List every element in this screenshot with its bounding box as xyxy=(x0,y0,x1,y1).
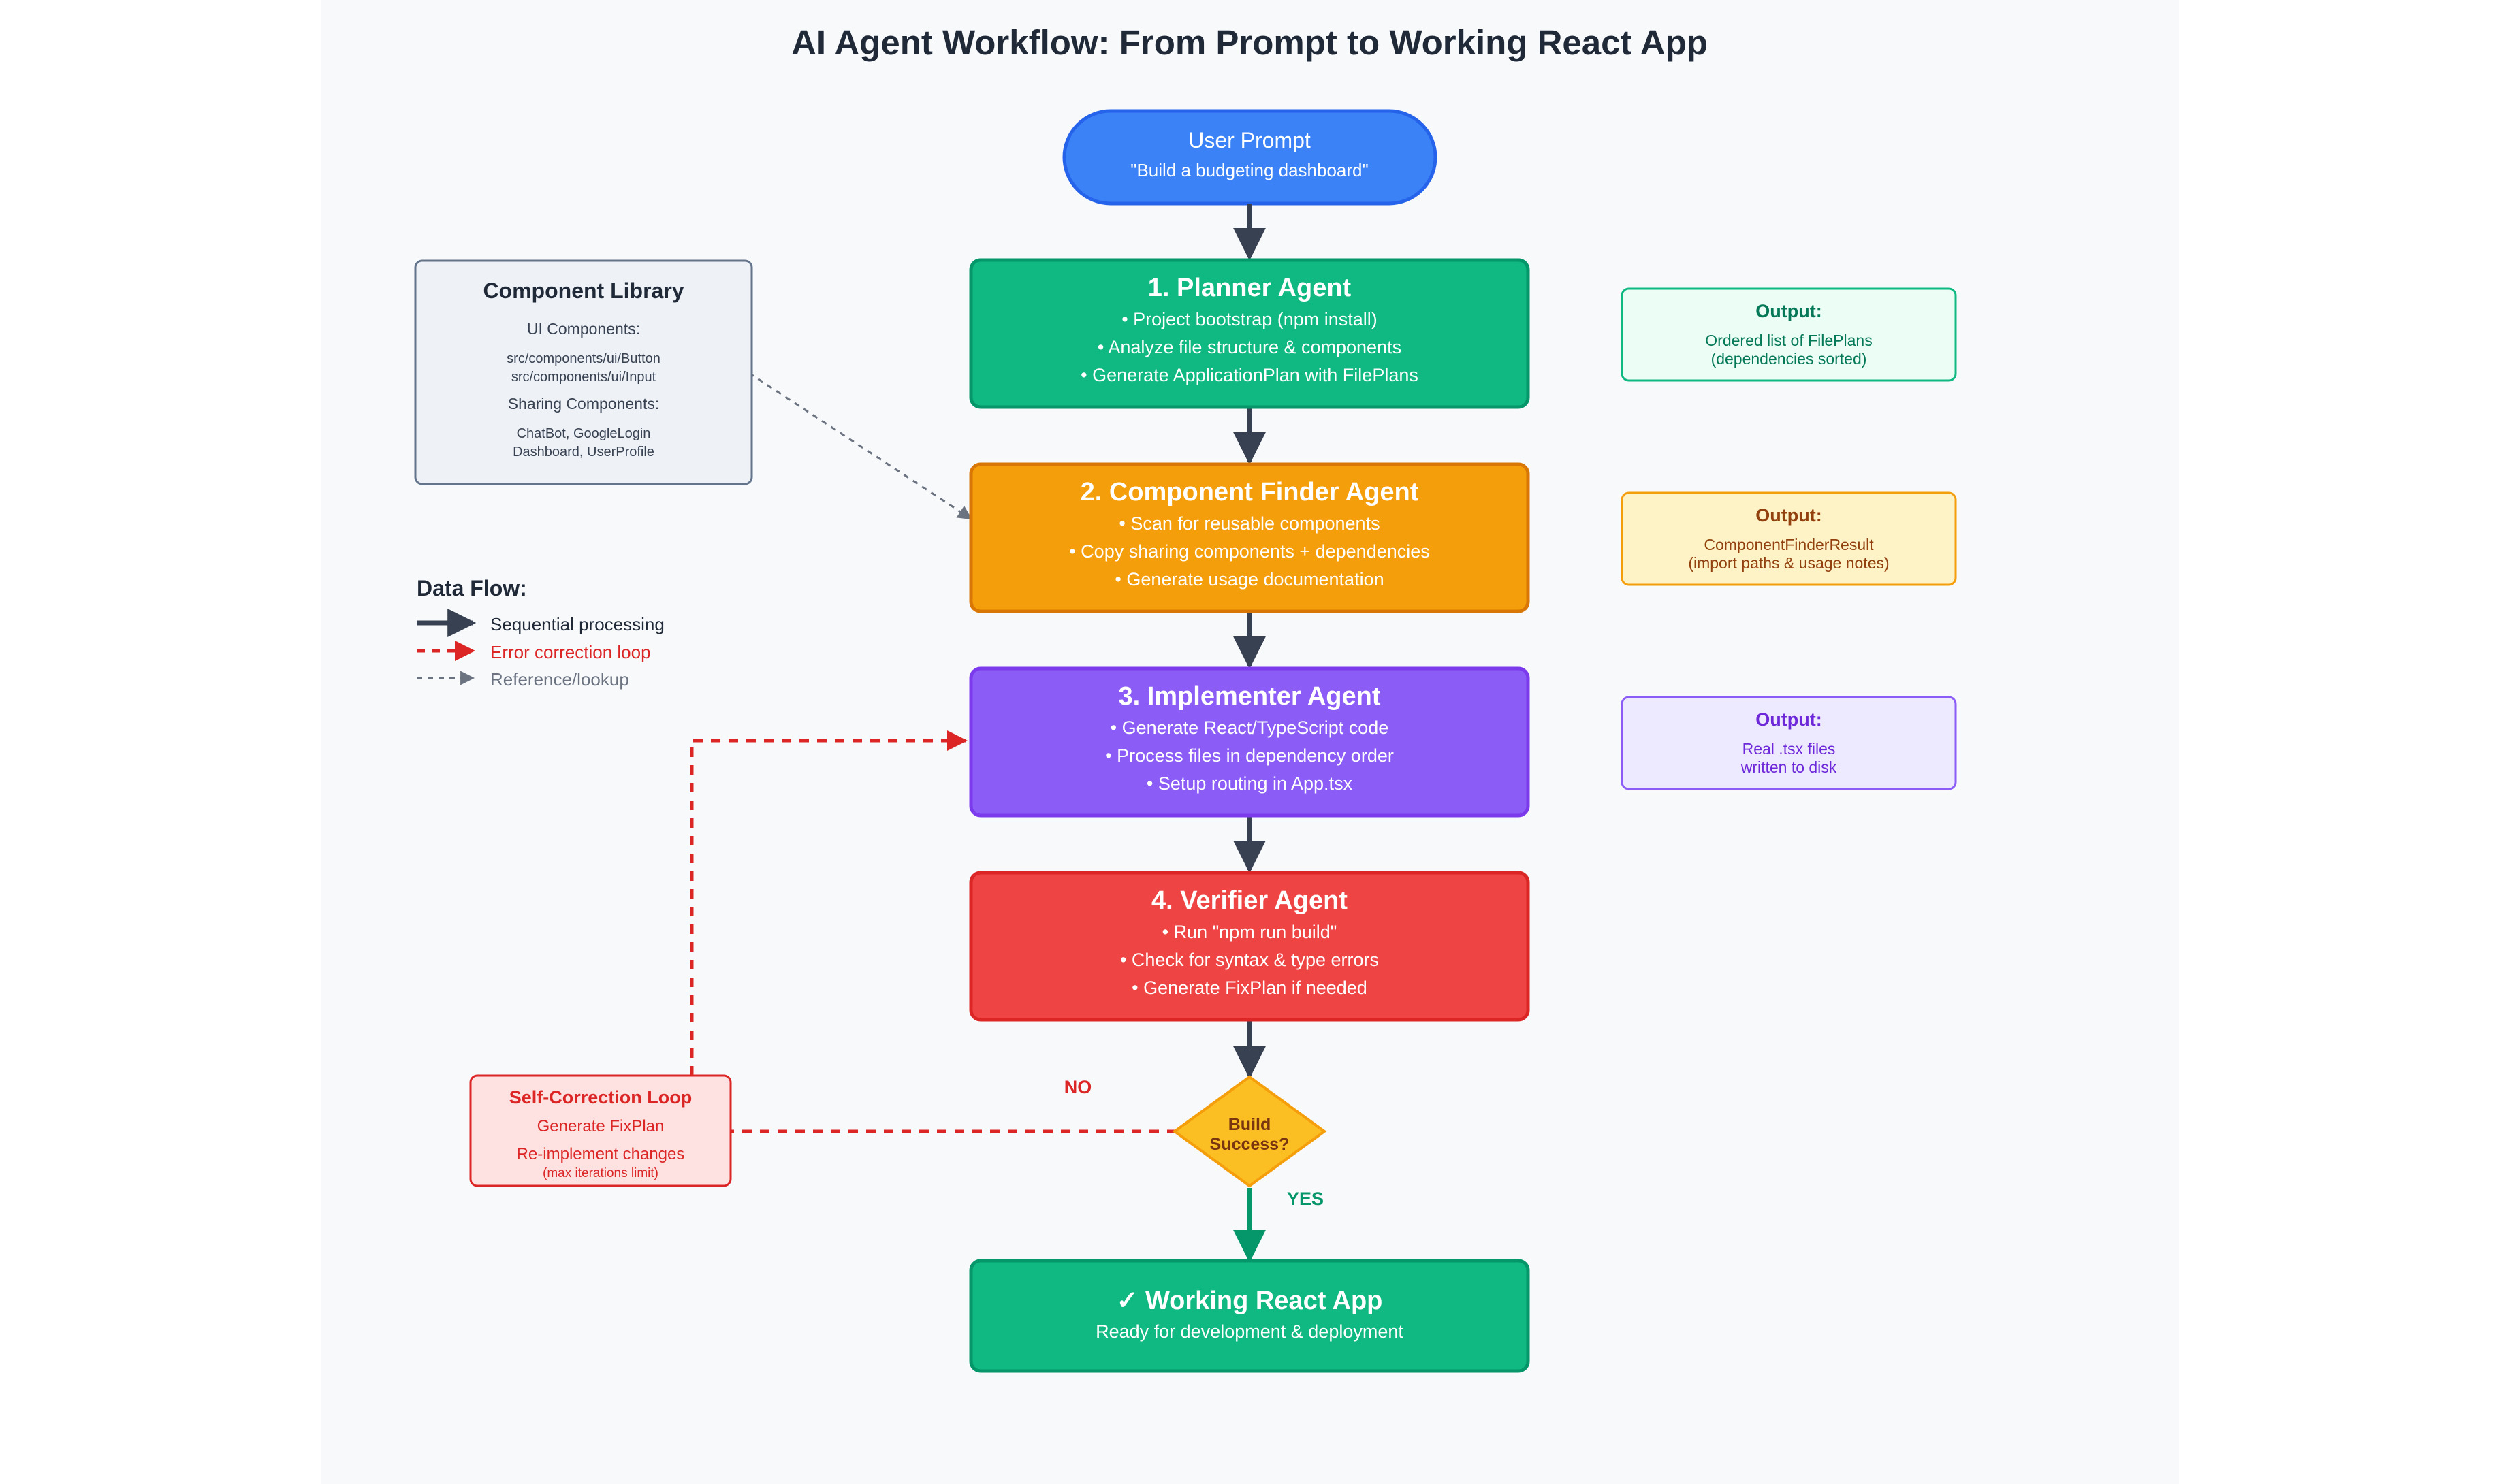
sharing-component-item: ChatBot, GoogleLogin xyxy=(517,426,651,441)
working-app-title: ✓ Working React App xyxy=(1117,1287,1383,1315)
output-box-shape xyxy=(1621,491,1957,586)
agent-title: 1. Planner Agent xyxy=(1148,274,1352,302)
user-prompt-node: User Prompt "Build a budgeting dashboard… xyxy=(1062,109,1437,206)
decision-label: Build xyxy=(1228,1115,1271,1134)
output-box: Output: Ordered list of FilePlans (depen… xyxy=(1621,287,1957,382)
user-prompt-shape xyxy=(1062,109,1437,206)
legend-item-label: Reference/lookup xyxy=(490,669,629,690)
user-prompt-title: User Prompt xyxy=(1188,128,1311,152)
output-line: (dependencies sorted) xyxy=(1711,350,1867,368)
agent-item: • Copy sharing components + dependencies xyxy=(1069,541,1430,562)
agent-box: 4. Verifier Agent • Run "npm run build" … xyxy=(969,871,1530,1022)
agent-item: • Analyze file structure & components xyxy=(1098,337,1401,357)
agent-boxes: 1. Planner Agent • Project bootstrap (np… xyxy=(969,258,1530,1022)
sharing-component-item: Dashboard, UserProfile xyxy=(513,445,654,459)
component-library-box: Component Library UI Components: src/com… xyxy=(414,259,753,485)
output-box: Output: Real .tsx files written to disk xyxy=(1621,696,1957,790)
component-library-shape xyxy=(414,259,753,485)
self-correction-loop-shape xyxy=(469,1074,732,1187)
output-boxes: Output: Ordered list of FilePlans (depen… xyxy=(1621,287,1957,790)
agent-item: • Project bootstrap (npm install) xyxy=(1121,309,1378,329)
agent-box: 1. Planner Agent • Project bootstrap (np… xyxy=(969,258,1530,409)
agent-box-shape xyxy=(969,462,1530,613)
component-library-title: Component Library xyxy=(483,278,684,303)
agent-box: 3. Implementer Agent • Generate React/Ty… xyxy=(969,666,1530,818)
data-flow-legend: Data Flow: Sequential processing Error c… xyxy=(417,576,665,690)
build-success-decision: Build Success? NO YES xyxy=(1064,1075,1327,1209)
agent-item: • Generate FixPlan if needed xyxy=(1132,978,1367,998)
agent-item: • Setup routing in App.tsx xyxy=(1147,773,1353,794)
agent-item: • Check for syntax & type errors xyxy=(1120,950,1379,970)
arrow-library-to-finder xyxy=(748,372,972,520)
output-box: Output: ComponentFinderResult (import pa… xyxy=(1621,491,1957,586)
sharing-components-heading: Sharing Components: xyxy=(508,395,659,413)
loop-line: Generate FixPlan xyxy=(537,1117,665,1135)
user-prompt-text: "Build a budgeting dashboard" xyxy=(1130,160,1369,180)
working-app-node: ✓ Working React App Ready for developmen… xyxy=(969,1259,1530,1373)
agent-item: • Generate ApplicationPlan with FilePlan… xyxy=(1081,365,1418,385)
agent-box-shape xyxy=(969,258,1530,409)
working-app-subtitle: Ready for development & deployment xyxy=(1096,1321,1403,1342)
ui-component-item: src/components/ui/Input xyxy=(511,370,656,385)
agent-title: 3. Implementer Agent xyxy=(1118,682,1380,711)
self-correction-loop-box: Self-Correction Loop Generate FixPlan Re… xyxy=(469,1074,732,1187)
agent-item: • Process files in dependency order xyxy=(1105,745,1394,766)
loop-title: Self-Correction Loop xyxy=(509,1087,693,1108)
legend-item-label: Error correction loop xyxy=(490,642,651,662)
output-line: written to disk xyxy=(1740,758,1837,776)
agent-box-shape xyxy=(969,666,1530,818)
arrow-loop-to-implementer xyxy=(690,730,968,1076)
legend-title: Data Flow: xyxy=(417,576,527,600)
output-label: Output: xyxy=(1755,505,1821,526)
output-label: Output: xyxy=(1755,709,1821,730)
agent-item: • Run "npm run build" xyxy=(1162,922,1337,942)
output-line: Real .tsx files xyxy=(1742,740,1836,758)
diagram-title: AI Agent Workflow: From Prompt to Workin… xyxy=(791,23,1708,62)
ui-component-item: src/components/ui/Button xyxy=(507,351,660,366)
loop-line: Re-implement changes xyxy=(517,1145,685,1163)
output-line: ComponentFinderResult xyxy=(1704,536,1874,553)
decision-diamond-shape xyxy=(1172,1075,1327,1188)
output-line: Ordered list of FilePlans xyxy=(1705,332,1872,349)
agent-box: 2. Component Finder Agent • Scan for reu… xyxy=(969,462,1530,613)
agent-item: • Generate React/TypeScript code xyxy=(1111,717,1389,738)
legend-item-label: Sequential processing xyxy=(490,614,665,634)
agent-item: • Scan for reusable components xyxy=(1119,513,1380,534)
agent-title: 4. Verifier Agent xyxy=(1151,886,1348,915)
output-line: (import paths & usage notes) xyxy=(1688,554,1889,572)
no-label: NO xyxy=(1064,1077,1092,1097)
output-label: Output: xyxy=(1755,301,1821,321)
loop-line: (max iterations limit) xyxy=(543,1166,658,1180)
output-box-shape xyxy=(1621,696,1957,790)
agent-title: 2. Component Finder Agent xyxy=(1081,478,1419,506)
output-box-shape xyxy=(1621,287,1957,382)
agent-box-shape xyxy=(969,871,1530,1022)
decision-label: Success? xyxy=(1210,1135,1290,1154)
yes-label: YES xyxy=(1287,1189,1324,1209)
working-app-shape xyxy=(969,1259,1530,1373)
flow-arrows xyxy=(690,204,1266,1263)
agent-item: • Generate usage documentation xyxy=(1115,569,1384,590)
ui-components-heading: UI Components: xyxy=(527,320,640,338)
